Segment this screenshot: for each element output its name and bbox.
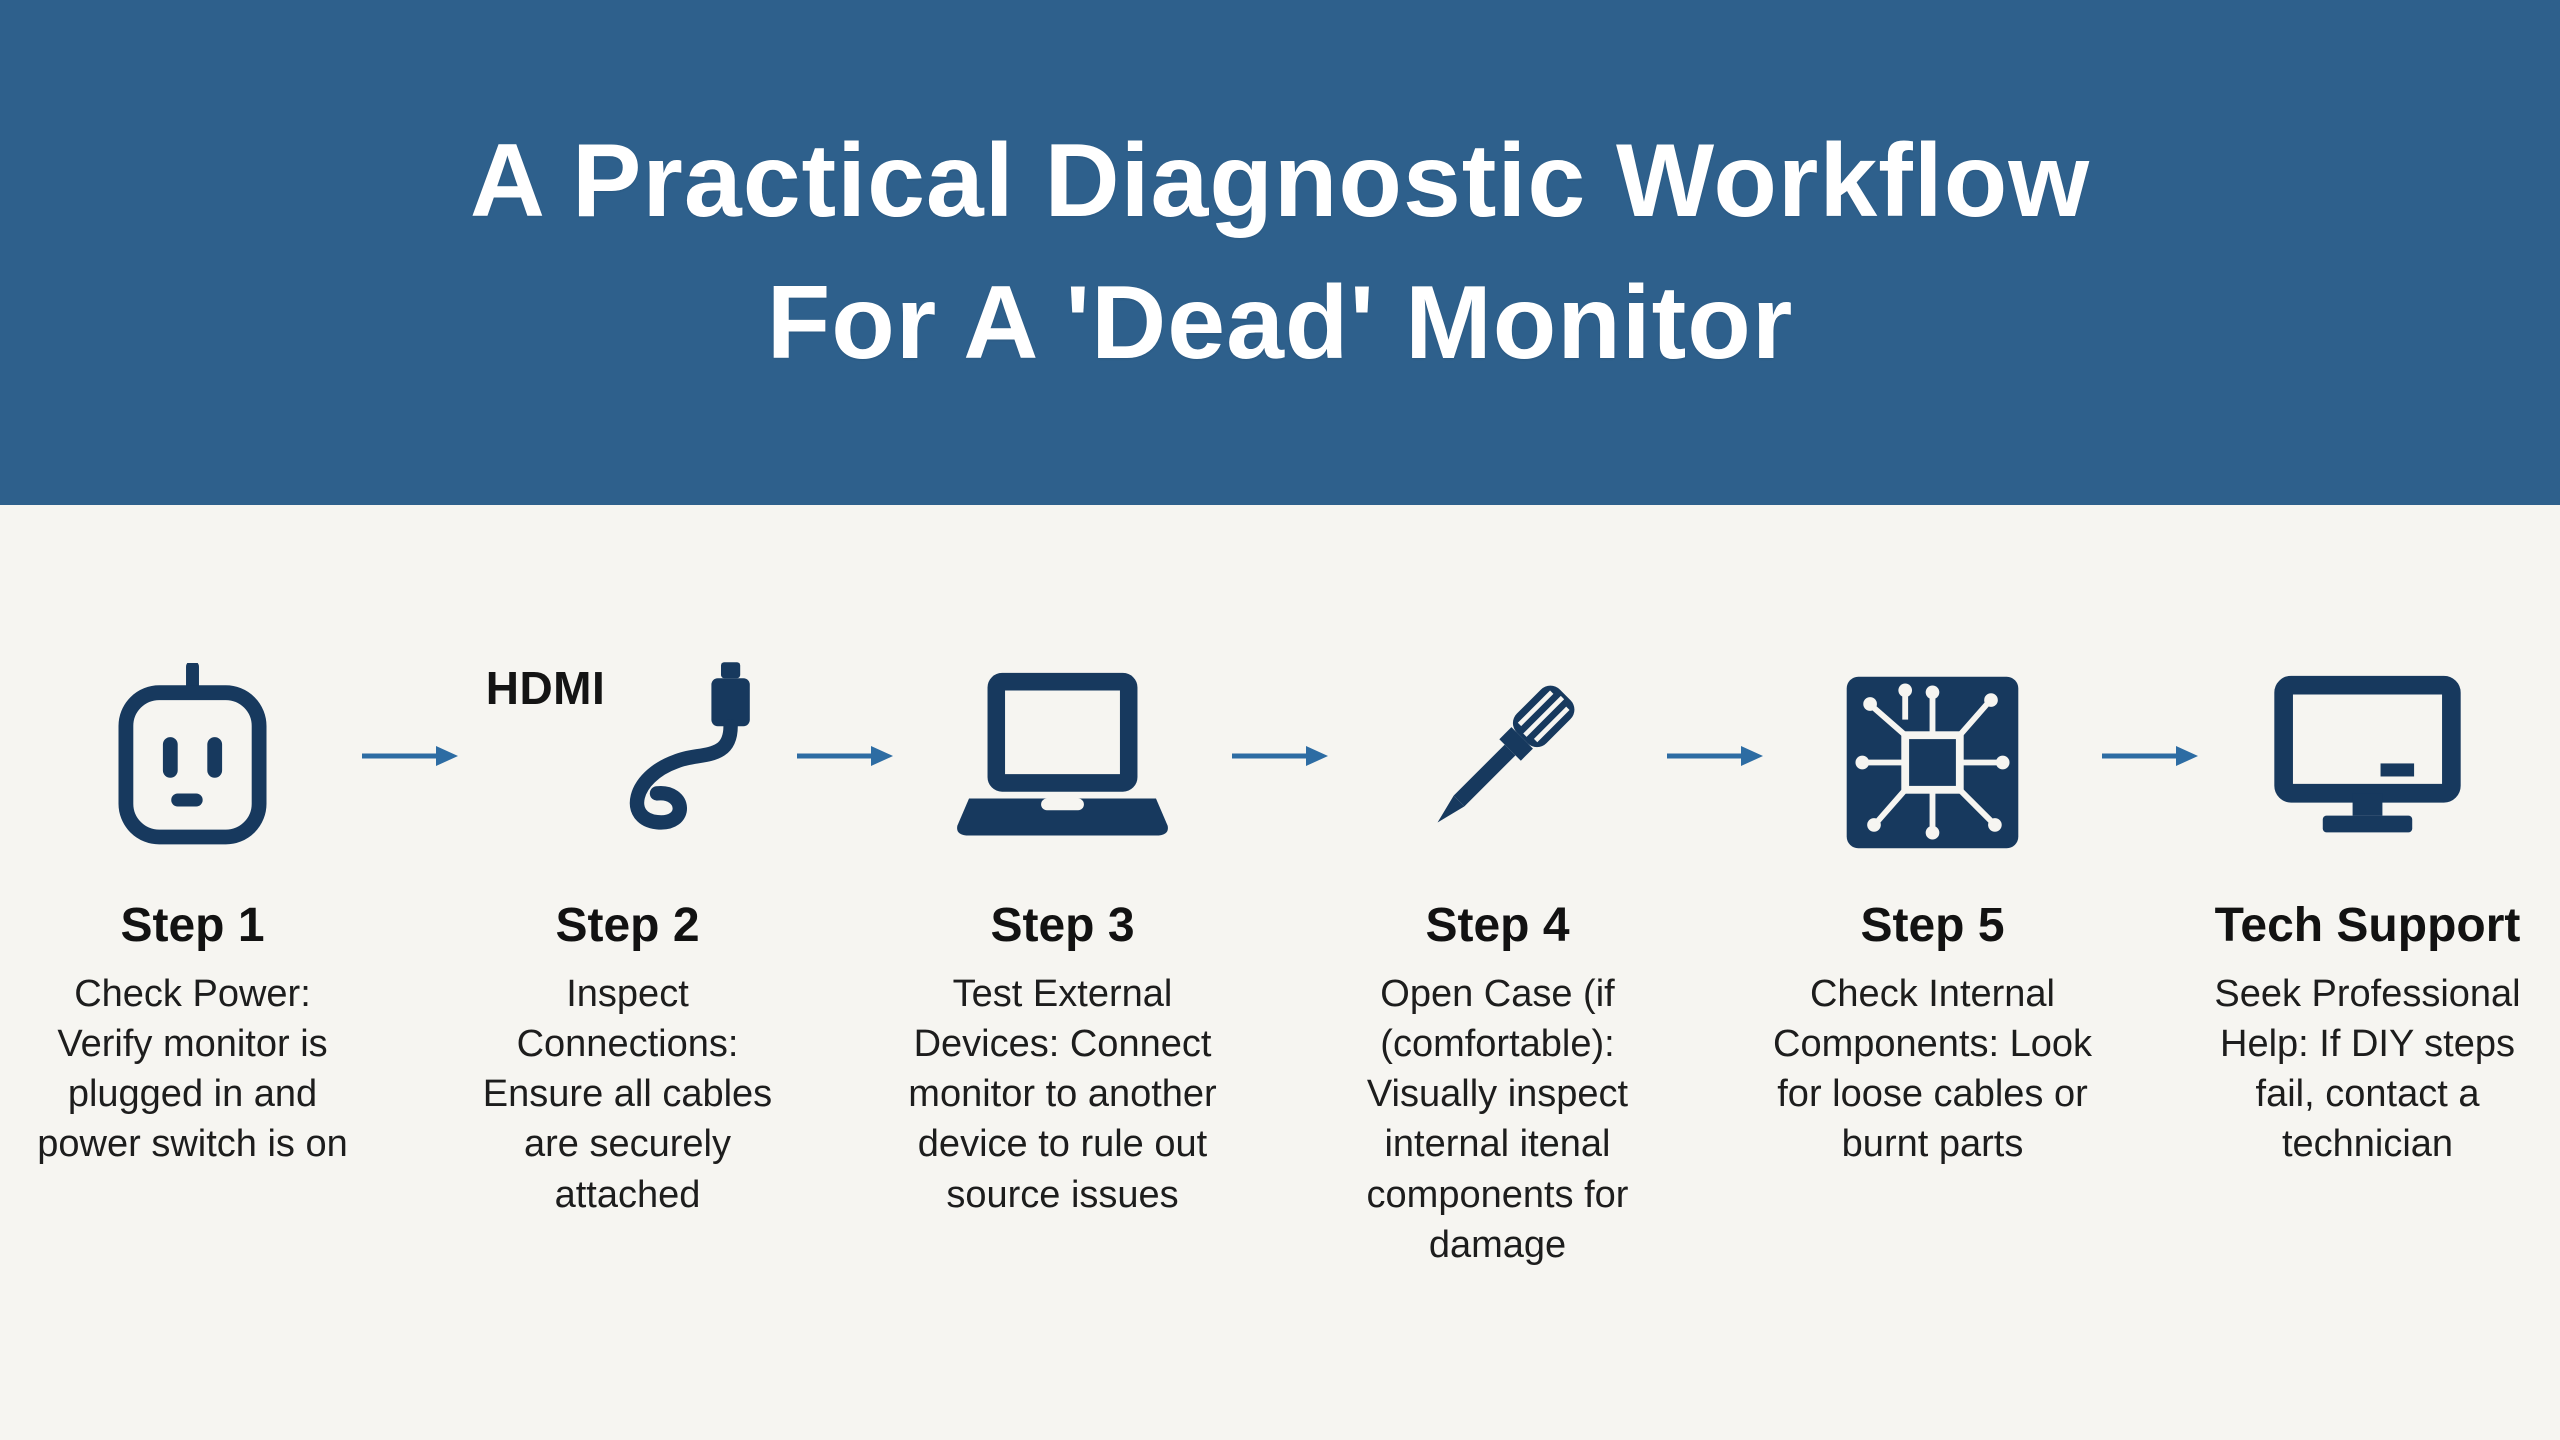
page-title-line-1: A Practical Diagnostic Workflow [469,123,2091,240]
step-label: Step 3 [990,899,1135,952]
step-description: Test External Devices: Connect monitor t… [908,973,1217,1216]
tech-support-column: Tech Support Seek Professional Help: If … [2205,655,2530,1170]
step-description: Check Power: Verify monitor is plugged i… [37,973,348,1166]
arrow-icon [790,743,900,769]
step-description: Open Case (if (comfortable): Visually in… [1366,973,1629,1266]
monitor-icon [2265,655,2470,870]
step-label: Tech Support [2214,899,2521,952]
step-description: Seek Professional Help: If DIY steps fai… [2214,973,2521,1166]
step-3-column: Step 3 Test External Devices: Connect mo… [900,655,1225,1220]
circuit-board-icon [1835,655,2030,870]
hdmi-label: HDMI [485,662,606,714]
workflow-diagram: Step 1 Check Power: Verify monitor is pl… [0,655,2560,1270]
step-description: Check Internal Components: Look for loos… [1773,973,2092,1166]
arrow-icon [2095,743,2205,769]
step-label: Step 1 [120,899,265,952]
step-1-column: Step 1 Check Power: Verify monitor is pl… [30,655,355,1170]
header-banner: A Practical Diagnostic Workflow For A 'D… [0,0,2560,505]
screwdriver-icon [1403,655,1593,870]
page-title-line-2: For A 'Dead' Monitor [766,264,1794,381]
step-4-column: Step 4 Open Case (if (comfortable): Visu… [1335,655,1660,1270]
step-label: Step 2 [555,899,700,952]
step-label: Step 5 [1860,899,2005,952]
hdmi-cable-icon: HDMI [486,655,770,870]
arrow-icon [1225,743,1335,769]
step-2-column: HDMI Step 2 Inspect Connections: Ensure … [465,655,790,1220]
arrow-icon [355,743,465,769]
step-label: Step 4 [1425,899,1570,952]
laptop-icon [945,655,1180,870]
power-plug-icon [100,655,285,870]
step-5-column: Step 5 Check Internal Components: Look f… [1770,655,2095,1170]
step-description: Inspect Connections: Ensure all cables a… [482,973,773,1216]
arrow-icon [1660,743,1770,769]
